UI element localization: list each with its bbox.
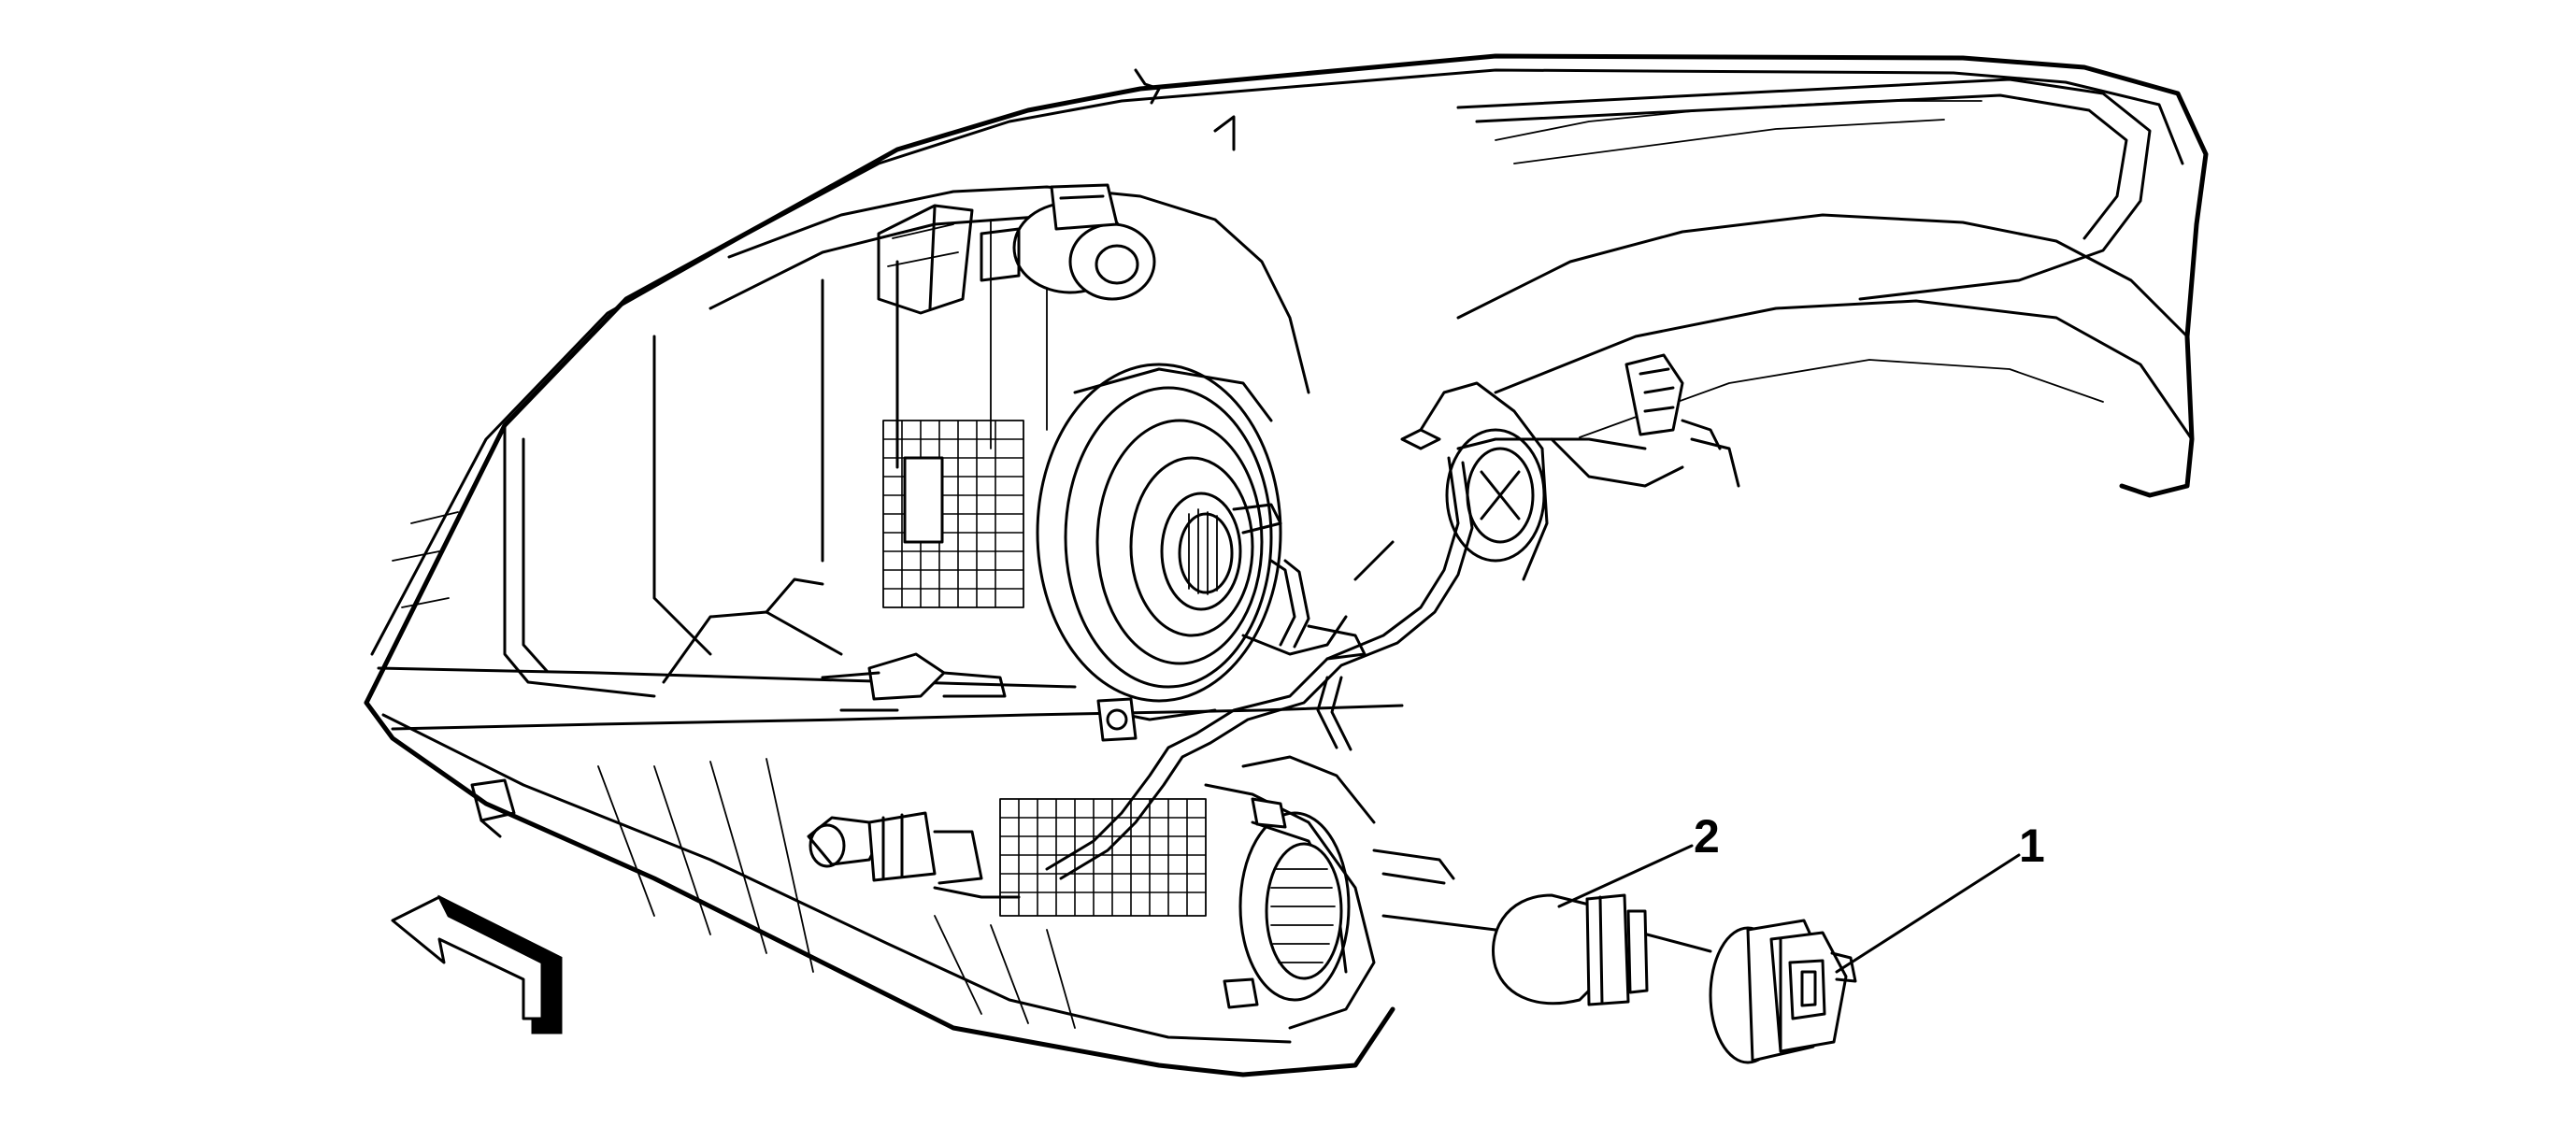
headlamp-housing — [364, 53, 2209, 1077]
callout-2-label: 2 — [1694, 810, 1720, 863]
callout-1: 1 — [1835, 820, 2045, 974]
part-1-socket — [1709, 919, 1857, 1064]
reflector-grid-left — [882, 420, 1024, 608]
reflector-grid-lower — [999, 798, 1207, 917]
top-adjuster — [980, 68, 1236, 301]
callout-1-label: 1 — [2019, 820, 2045, 872]
part-2-bulb — [1381, 893, 1712, 1006]
forward-direction-arrow-icon — [391, 894, 563, 1034]
low-beam-socket — [1036, 363, 1348, 742]
lower-lamp-housing — [597, 758, 1455, 1030]
left-adjuster — [662, 578, 1007, 712]
callout-2: 2 — [1557, 810, 1720, 908]
wire-harness — [1045, 437, 1647, 880]
